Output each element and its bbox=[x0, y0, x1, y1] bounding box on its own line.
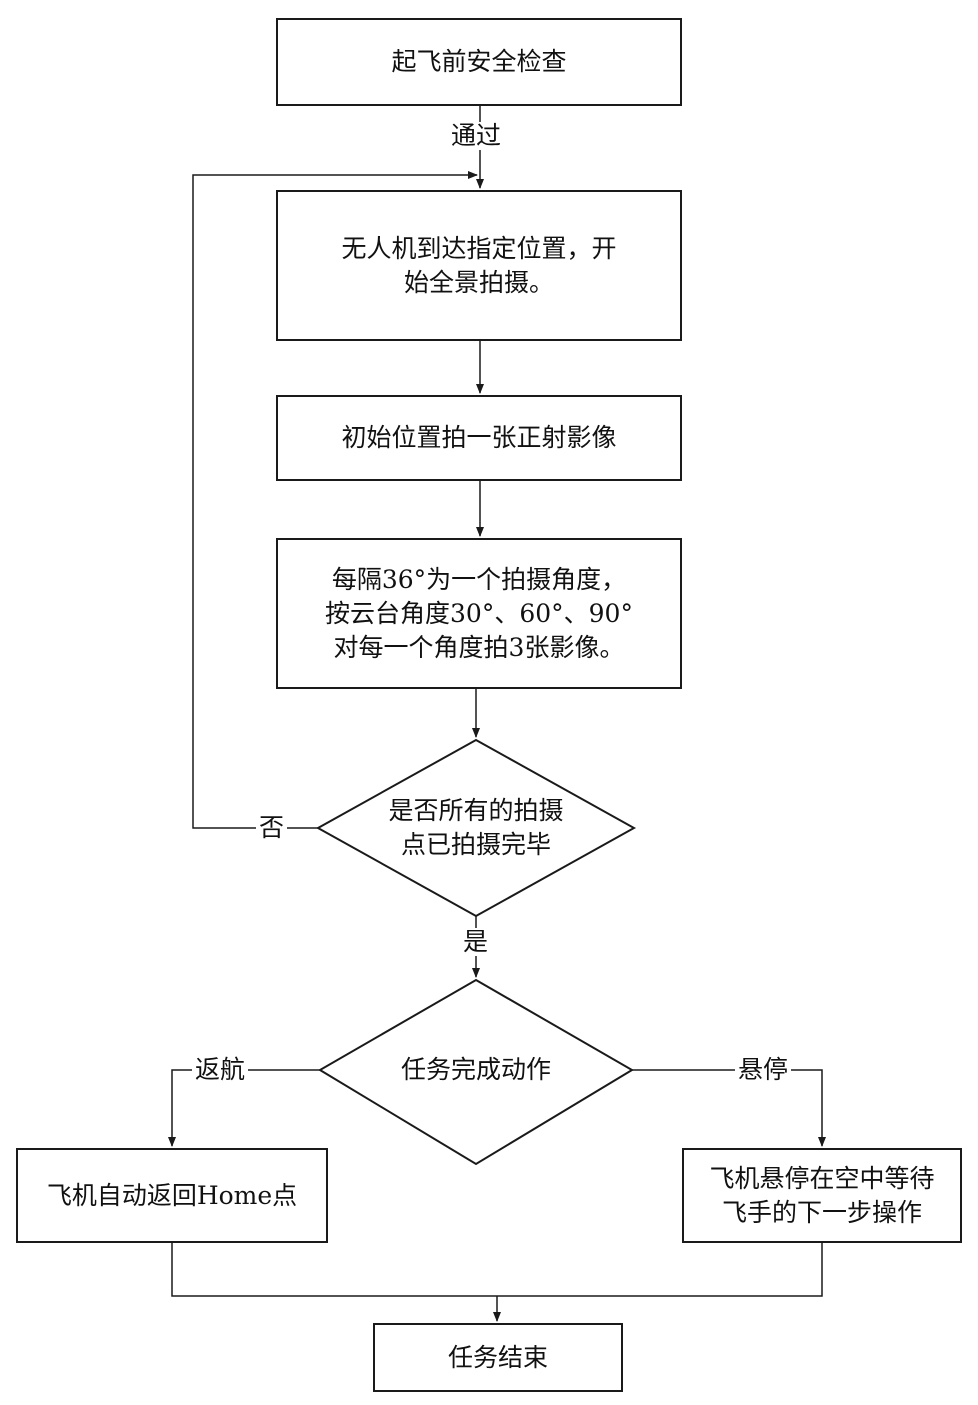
edge-label-hover: 悬停 bbox=[735, 1056, 792, 1084]
edge-label-yes: 是 bbox=[460, 928, 492, 956]
node-ortho: 初始位置拍一张正射影像 bbox=[276, 395, 682, 481]
node-preflight-text: 起飞前安全检查 bbox=[391, 47, 567, 76]
node-return-home: 飞机自动返回Home点 bbox=[16, 1148, 328, 1243]
node-end: 任务结束 bbox=[373, 1323, 623, 1392]
edge-label-return: 返航 bbox=[192, 1056, 249, 1084]
decision-action-text: 任务完成动作 bbox=[400, 1055, 551, 1084]
node-hover: 飞机悬停在空中等待 飞手的下一步操作 bbox=[682, 1148, 962, 1243]
edge-loop-no bbox=[192, 171, 478, 829]
node-preflight: 起飞前安全检查 bbox=[276, 18, 682, 106]
decision-action-shape bbox=[318, 978, 634, 1166]
decision-all-shape bbox=[315, 738, 637, 918]
node-arrive-text: 无人机到达指定位置，开 始全景拍摄。 bbox=[341, 233, 617, 297]
node-return-home-text: 飞机自动返回Home点 bbox=[46, 1180, 298, 1210]
decision-all-text: 是否所有的拍摄 点已拍摄完毕 bbox=[388, 796, 564, 859]
node-arrive: 无人机到达指定位置，开 始全景拍摄。 bbox=[276, 190, 682, 341]
edge-merge bbox=[171, 1243, 823, 1297]
edge-label-no: 否 bbox=[256, 814, 288, 842]
node-hover-text: 飞机悬停在空中等待 飞手的下一步操作 bbox=[709, 1163, 935, 1227]
edge-label-pass: 通过 bbox=[448, 122, 505, 150]
node-ortho-text: 初始位置拍一张正射影像 bbox=[341, 423, 617, 452]
node-end-text: 任务结束 bbox=[447, 1342, 548, 1372]
node-angles: 每隔36°为一个拍摄角度， 按云台角度30°、60°、90° 对每一个角度拍3张… bbox=[276, 538, 682, 689]
edge-hover bbox=[632, 1069, 826, 1147]
node-angles-text: 每隔36°为一个拍摄角度， 按云台角度30°、60°、90° 对每一个角度拍3张… bbox=[325, 564, 633, 662]
edge-return bbox=[168, 1069, 320, 1147]
